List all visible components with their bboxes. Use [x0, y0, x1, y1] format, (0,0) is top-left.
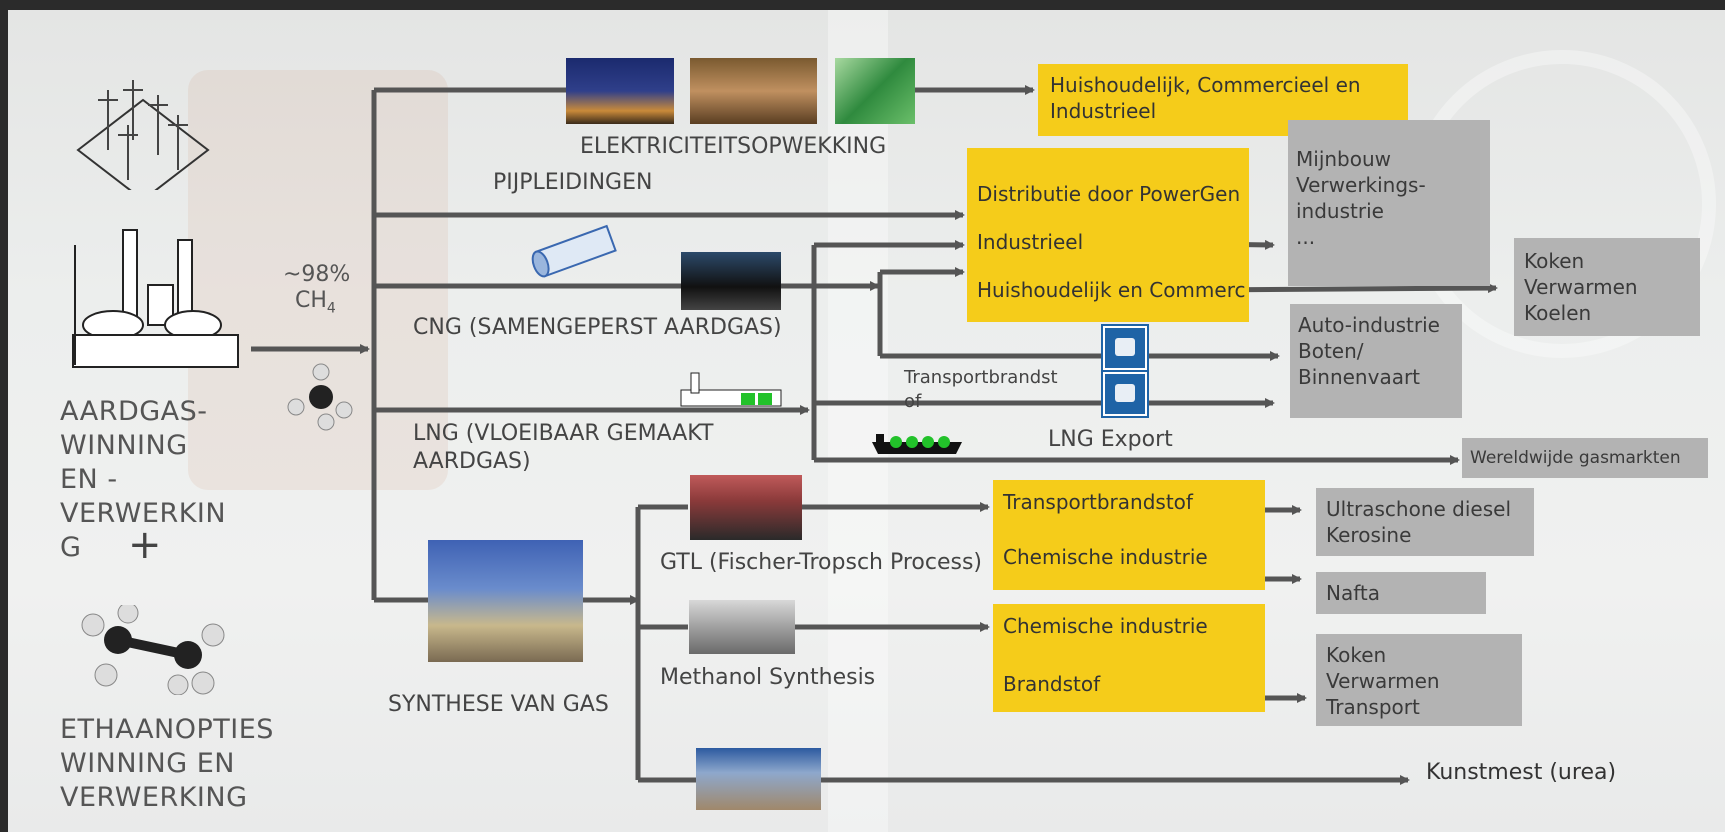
processing-plant-icon [72, 229, 239, 368]
synthesis-plant-photo [428, 540, 583, 662]
fuel-pump-icon [1103, 372, 1147, 416]
households-text: Huishoudelijk, Commercieel en Industriee… [1050, 73, 1361, 123]
natural-gas-label: AARDGAS- WINNING EN - VERWERKIN G [60, 396, 227, 563]
ethane-molecule-icon [81, 605, 225, 695]
distribution-text: Distributie door PowerGen [977, 182, 1241, 206]
gtl-label: GTL (Fischer-Tropsch Process) [660, 550, 983, 575]
gtl-plant-photo [690, 475, 802, 540]
auto-box: Auto-industrie Boten/ Binnenvaart [1290, 304, 1462, 418]
fertilizer-label: Kunstmest (urea) [1426, 760, 1617, 785]
naphtha-text: Nafta [1326, 581, 1381, 605]
gtl-output-box: Transportbrandstof Chemische industrie [993, 480, 1265, 590]
auto-text: Auto-industrie Boten/ Binnenvaart [1298, 313, 1440, 389]
lng-ship-icon [872, 434, 962, 454]
methanol-plant-photo [689, 600, 795, 654]
plus-sign: + [128, 522, 162, 568]
cooking-box: Koken Verwarmen Koelen [1514, 238, 1700, 336]
household-comm-text: Huishoudelijk en Commerc [977, 278, 1246, 302]
world-gas-text: Wereldwijde gasmarkten [1470, 448, 1681, 468]
electricity-label: ELEKTRICITEITSOPWEKKING [580, 134, 887, 159]
gtl-transport-text: Transportbrandstof [1003, 490, 1193, 514]
methane-molecule-icon [287, 363, 353, 431]
lng-export-label: LNG Export [1048, 427, 1173, 452]
fertilizer-plant-photo [696, 748, 821, 810]
synthesis-label: SYNTHESE VAN GAS [388, 692, 609, 717]
naphtha-box: Nafta [1316, 572, 1486, 614]
power-lines-photo [690, 58, 817, 124]
meth-fuel-text: Brandstof [1003, 672, 1101, 696]
methanol-output-box: Chemische industrie Brandstof [993, 604, 1265, 712]
cng-label: CNG (SAMENGEPERST AARDGAS) [413, 315, 782, 340]
methane-percent: ~98% [283, 262, 351, 287]
mining-box: Mijnbouw Verwerkings- industrie ... [1288, 120, 1490, 286]
gas-field-icon [76, 80, 210, 190]
pipelines-label: PIJPLEIDINGEN [493, 170, 653, 195]
cooking2-box: Koken Verwarmen Transport [1316, 634, 1522, 726]
lng-plant-icon [680, 372, 782, 407]
methanol-label: Methanol Synthesis [660, 665, 876, 690]
ethane-label: ETHAANOPTIES WINNING EN VERWERKING [60, 714, 274, 813]
grid-map-photo [835, 58, 915, 124]
industrial-text: Industrieel [977, 230, 1084, 254]
fuel-pump-icon [1103, 326, 1147, 370]
pipe-icon [531, 224, 617, 278]
cng-plant-photo [681, 252, 781, 310]
gtl-chemical-text: Chemische industrie [1003, 545, 1208, 569]
background-pillar [828, 10, 888, 832]
distribution-box: Distributie door PowerGen Industrieel Hu… [967, 148, 1249, 322]
mining-text: Mijnbouw Verwerkings- industrie ... [1296, 147, 1426, 249]
lng-label: LNG (VLOEIBAAR GEMAAKT AARDGAS) [413, 421, 714, 474]
diesel-box: Ultraschone diesel Kerosine [1316, 488, 1534, 556]
diesel-text: Ultraschone diesel Kerosine [1326, 497, 1512, 547]
cooking-text: Koken Verwarmen Koelen [1524, 249, 1638, 325]
meth-chemical-text: Chemische industrie [1003, 614, 1208, 638]
world-gas-box: Wereldwijde gasmarkten [1462, 438, 1708, 478]
cooking2-text: Koken Verwarmen Transport [1326, 643, 1440, 719]
power-plant-photo [566, 58, 674, 124]
diagram-slide: AARDGAS- WINNING EN - VERWERKIN G + ETHA… [8, 10, 1725, 832]
methane-formula: CH4 [295, 288, 336, 317]
transport-fuel-label: Transportbrandst of [904, 367, 1058, 412]
